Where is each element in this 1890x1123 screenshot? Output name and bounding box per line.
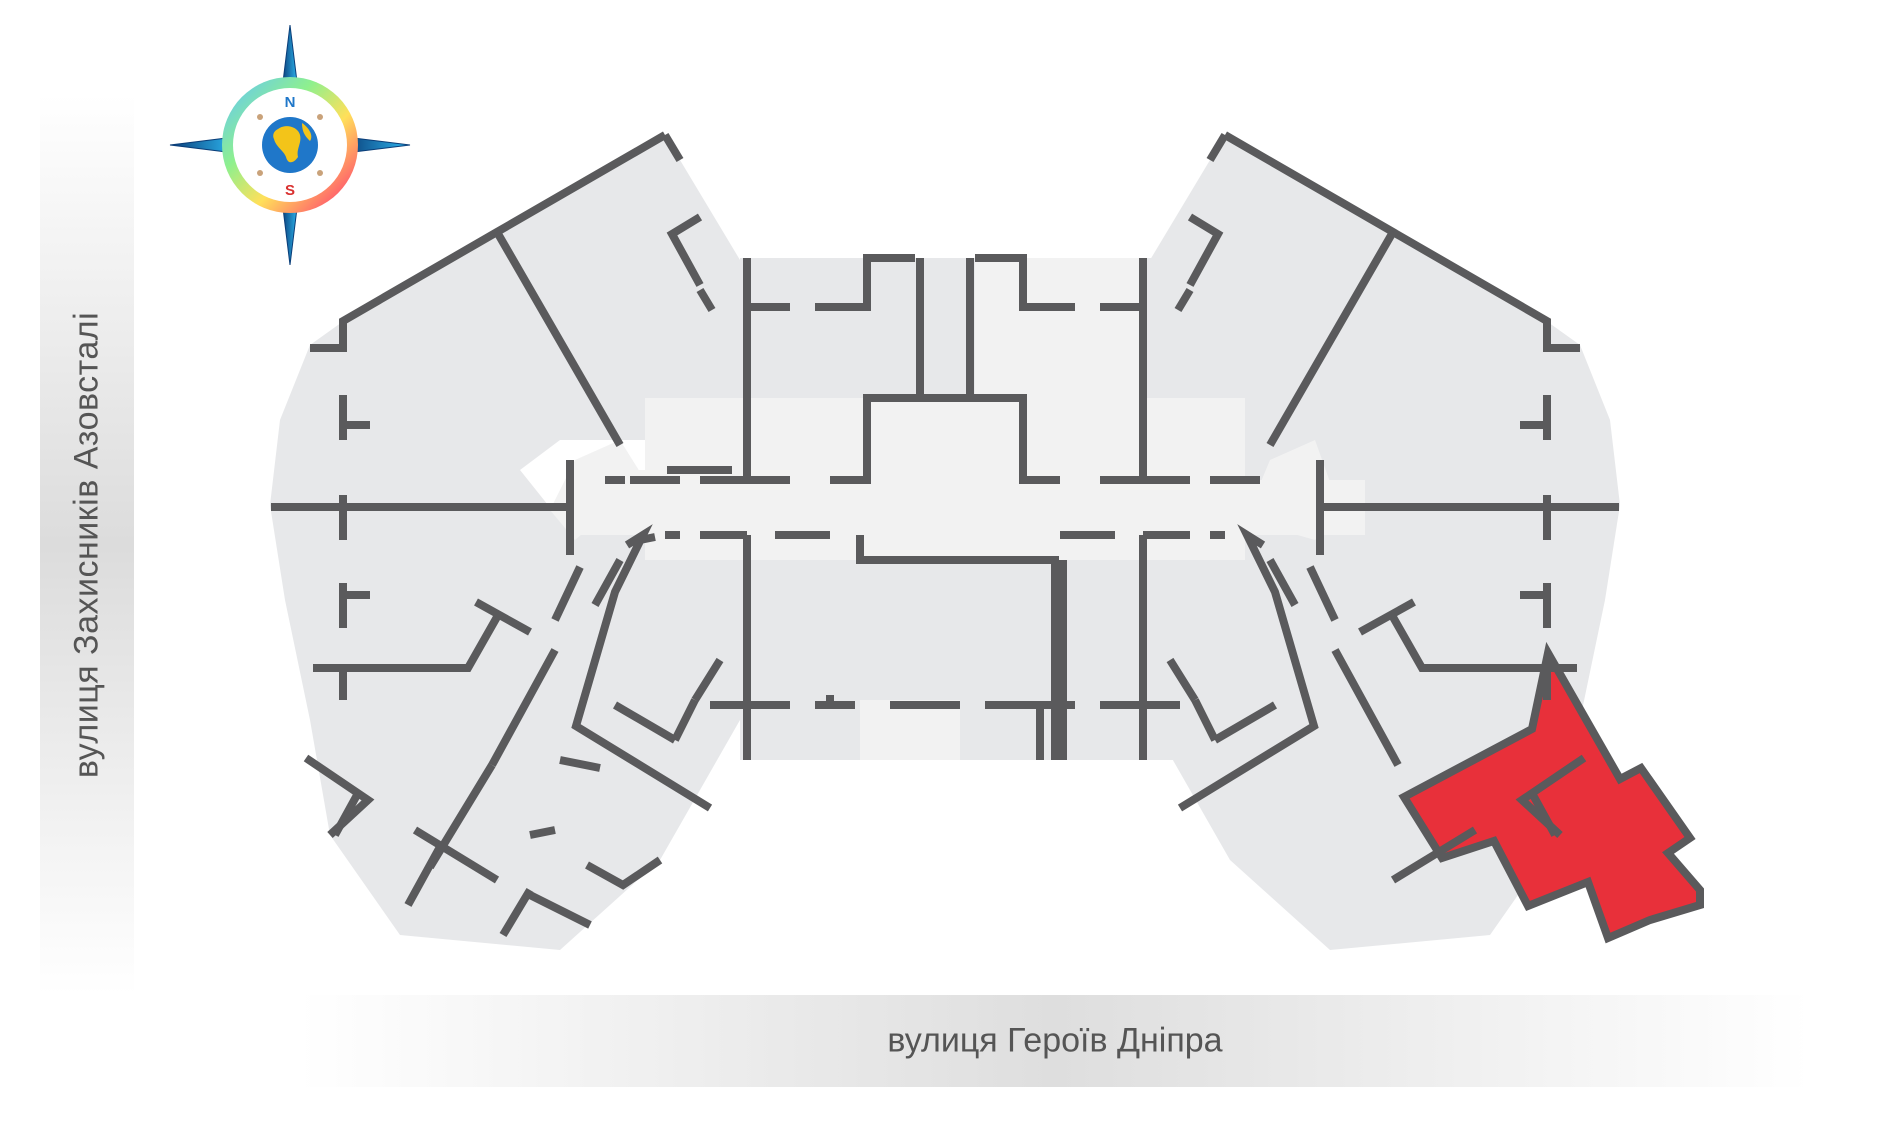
street-label-bottom: вулиця Героїв Дніпра [300, 995, 1810, 1087]
compass-rose-icon: N S [169, 24, 411, 266]
street-label-left: вулиця Захисників Азовсталі [40, 95, 134, 995]
walls [271, 131, 1619, 938]
highlighted-apartment[interactable] [1398, 641, 1704, 944]
compass-south-label: S [285, 182, 295, 199]
compass-north-label: N [285, 94, 296, 111]
street-name-bottom: вулиця Героїв Дніпра [887, 1021, 1223, 1060]
